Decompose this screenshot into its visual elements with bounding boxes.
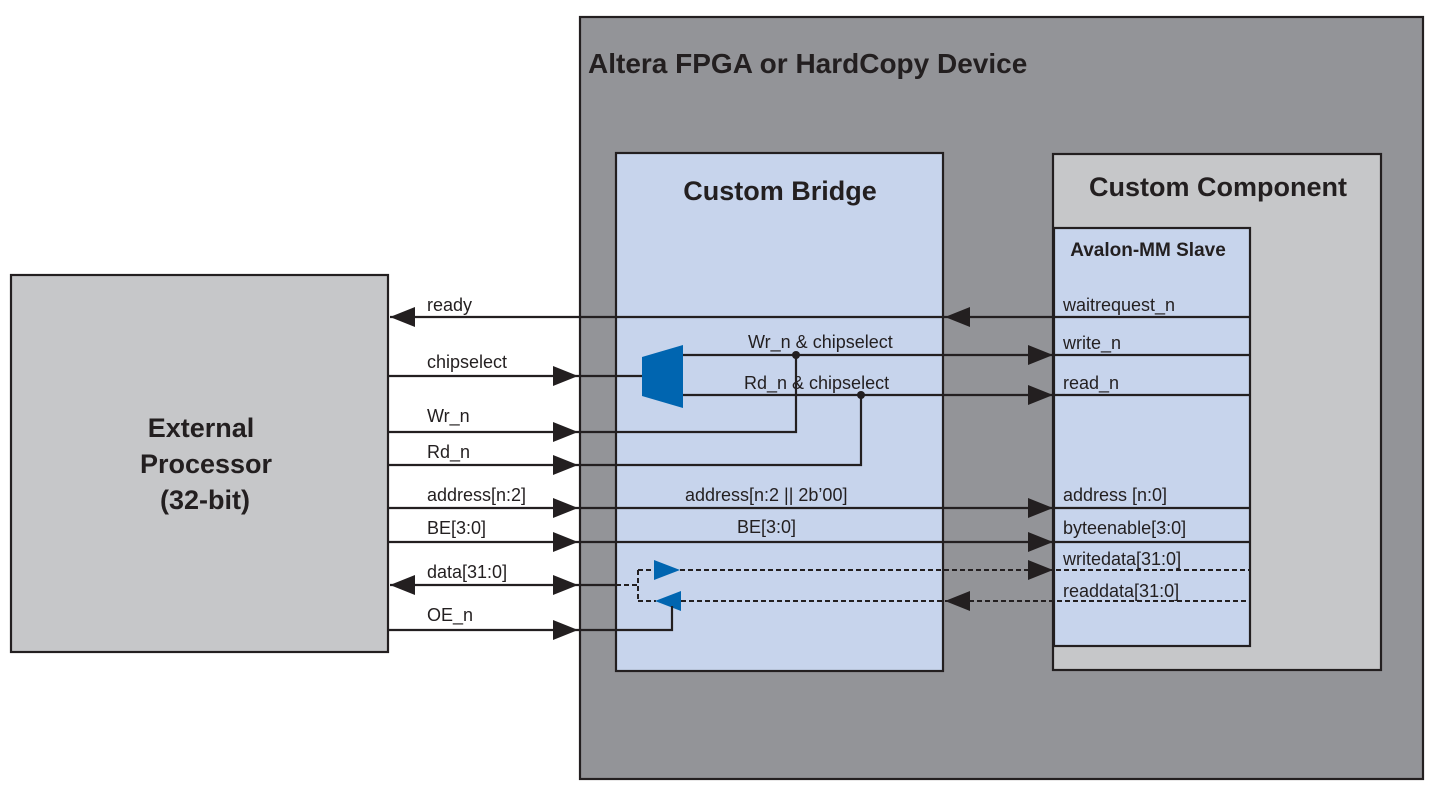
wr-n-arrow-icon	[553, 422, 578, 442]
signal-rd-n: Rd_n	[427, 442, 470, 463]
signal-ready: ready	[427, 295, 472, 315]
slave-signal-read: read_n	[1063, 373, 1119, 394]
slave-signal-writedata: writedata[31:0]	[1062, 549, 1181, 569]
address-out-arrow-icon	[1028, 498, 1053, 518]
signal-be-bridge: BE[3:0]	[737, 517, 796, 537]
custom-bridge-box	[614, 151, 945, 673]
signal-chipselect: chipselect	[427, 352, 507, 372]
oe-n-arrow-icon	[553, 620, 578, 640]
be-in-arrow-icon	[553, 532, 578, 552]
wr-n-wire	[388, 355, 798, 434]
signal-oe-n: OE_n	[427, 605, 473, 626]
fpga-title: Altera FPGA or HardCopy Device	[588, 48, 1027, 79]
slave-title: Avalon-MM Slave	[1070, 240, 1226, 261]
write-buffer-icon	[654, 560, 680, 580]
read-buffer-icon	[655, 591, 681, 611]
component-title: Custom Component	[1089, 172, 1347, 202]
external-processor-box	[9, 273, 390, 654]
oe-n-wire	[388, 606, 674, 632]
processor-title-line3: (32-bit)	[160, 485, 250, 515]
processor-title-line1: External	[148, 413, 255, 443]
signal-data: data[31:0]	[427, 562, 507, 582]
address-in-arrow-icon	[553, 498, 578, 518]
data-in-arrow-icon	[553, 575, 578, 595]
ready-arrow-icon	[390, 307, 415, 327]
readdata-arrow-icon	[945, 591, 970, 611]
read-arrow-icon	[1028, 385, 1053, 405]
avalon-slave-box	[1052, 226, 1252, 648]
waitrequest-arrow-icon	[945, 307, 970, 327]
signal-address-in: address[n:2]	[427, 485, 526, 505]
signal-be-in: BE[3:0]	[427, 518, 486, 538]
writedata-arrow-icon	[1028, 560, 1053, 580]
processor-title-line2: Processor	[140, 449, 273, 479]
slave-signal-waitrequest: waitrequest_n	[1062, 295, 1175, 316]
write-arrow-icon	[1028, 345, 1053, 365]
be-out-arrow-icon	[1028, 532, 1053, 552]
rd-n-arrow-icon	[553, 455, 578, 475]
slave-signal-readdata: readdata[31:0]	[1063, 581, 1179, 601]
slave-signal-write: write_n	[1062, 333, 1121, 354]
slave-signal-byteenable: byteenable[3:0]	[1063, 518, 1186, 538]
slave-signal-address: address [n:0]	[1063, 485, 1167, 505]
signal-wr-cs: Wr_n & chipselect	[748, 332, 893, 353]
signal-rd-cs: Rd_n & chipselect	[744, 373, 889, 394]
bridge-title: Custom Bridge	[683, 176, 877, 206]
signal-address-bridge: address[n:2 || 2b’00]	[685, 485, 847, 505]
data-out-arrow-icon	[390, 575, 415, 595]
rd-n-wire	[388, 395, 863, 467]
chipselect-arrow-icon	[553, 366, 578, 386]
demux-icon	[642, 345, 683, 408]
signal-wr-n: Wr_n	[427, 406, 470, 427]
